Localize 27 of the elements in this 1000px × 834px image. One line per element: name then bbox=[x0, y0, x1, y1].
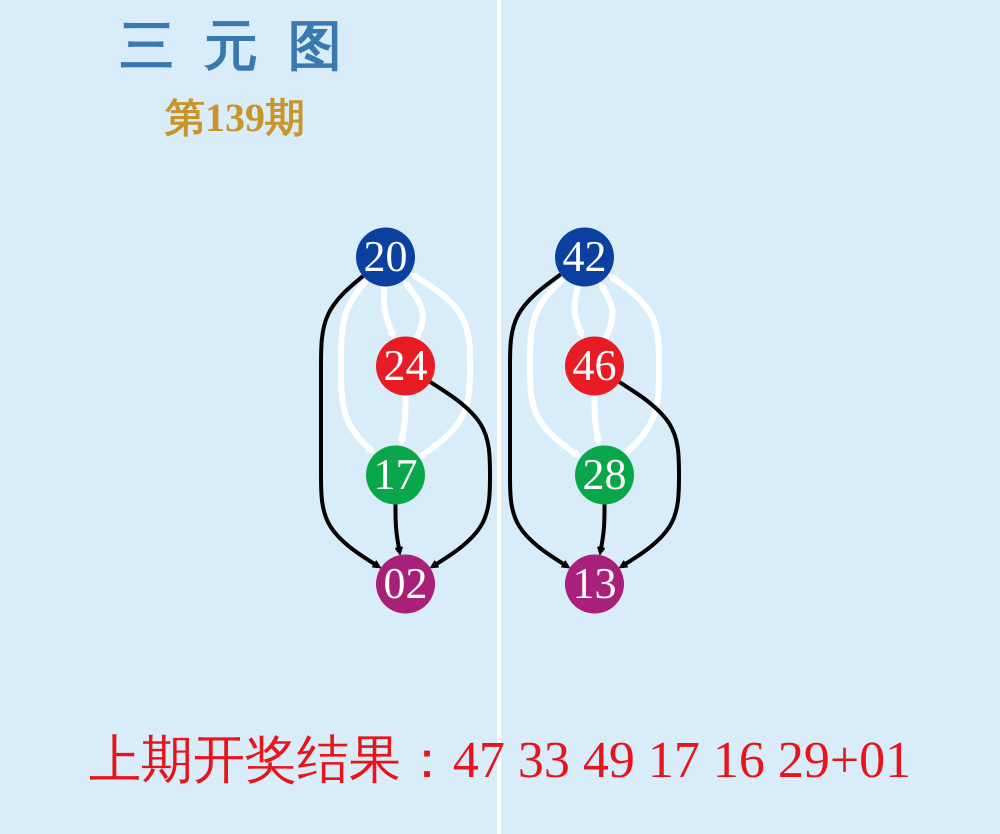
node-circle: 46 bbox=[565, 336, 624, 395]
arrow bbox=[319, 274, 382, 568]
node-circle: 24 bbox=[376, 336, 435, 395]
arrow bbox=[398, 395, 408, 446]
node-circle: 13 bbox=[565, 554, 624, 613]
arrow bbox=[598, 282, 616, 340]
node-circle: 02 bbox=[376, 554, 435, 613]
arrow bbox=[403, 279, 426, 340]
arrow bbox=[596, 504, 606, 555]
arrow bbox=[410, 272, 473, 460]
issue-number: 第139期 bbox=[165, 94, 305, 142]
previous-result: 上期开奖结果：47 33 49 17 16 29+01 bbox=[88, 731, 912, 791]
arrow bbox=[508, 272, 570, 568]
node-circle: 17 bbox=[366, 445, 425, 504]
node-circle: 42 bbox=[555, 227, 614, 286]
arrow bbox=[608, 274, 662, 456]
arrow bbox=[592, 395, 602, 446]
arrow bbox=[572, 284, 585, 339]
arrow bbox=[527, 275, 582, 458]
arrow bbox=[380, 286, 396, 339]
title: 三元图 bbox=[120, 15, 372, 78]
arrow bbox=[618, 380, 681, 568]
node-circle: 28 bbox=[575, 445, 634, 504]
arrow bbox=[338, 277, 376, 454]
arrow bbox=[429, 380, 492, 568]
node-circle: 20 bbox=[356, 227, 415, 286]
arrow bbox=[394, 504, 404, 555]
